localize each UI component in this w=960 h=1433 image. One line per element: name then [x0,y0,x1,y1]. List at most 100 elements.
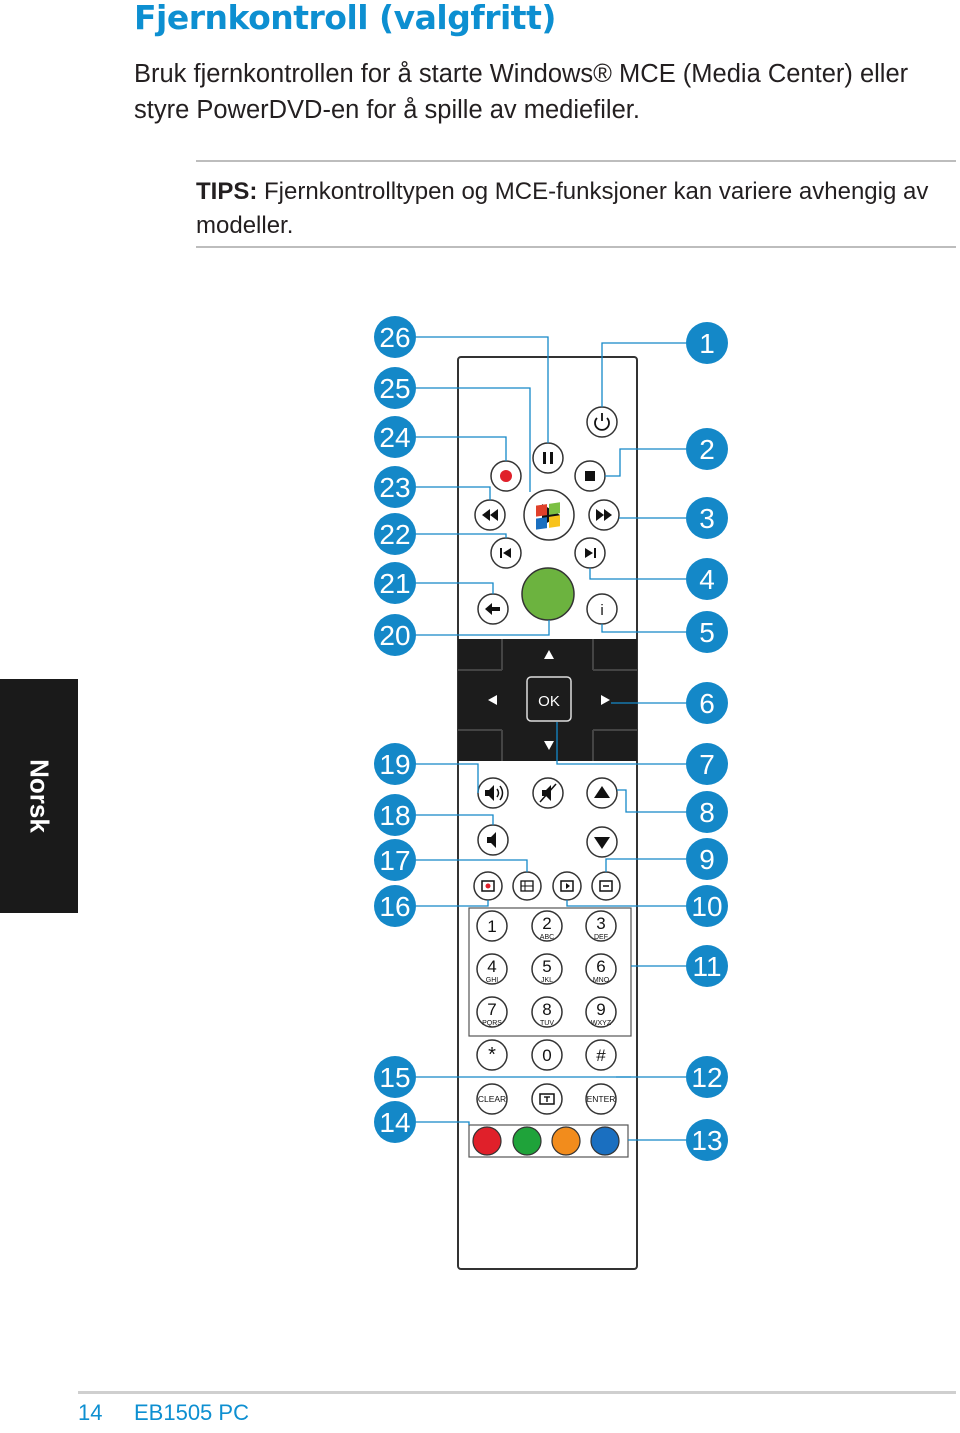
teletext-icon [539,1093,555,1105]
callout-right-13: 13 [686,1119,728,1161]
stop-button[interactable] [574,460,606,492]
callout-left-19: 19 [374,743,416,785]
callout-left-21: 21 [374,562,416,604]
tips-note: TIPS: Fjernkontrolltypen og MCE-funksjon… [196,175,956,243]
color-button-2[interactable] [512,1126,542,1156]
mute-button[interactable] [532,777,564,809]
previous-button[interactable] [490,537,522,569]
page-title: Fjernkontroll (valgfritt) [134,0,556,37]
callout-label: 24 [379,422,410,453]
power-button[interactable] [586,406,618,438]
callout-right-7: 7 [686,743,728,785]
key-1[interactable]: 1 [476,910,508,942]
callout-left-20: 20 [374,614,416,656]
ok-label: OK [538,693,560,710]
color-button-4[interactable] [590,1126,620,1156]
key-digit: 4 [487,957,496,976]
recorded-tv-button[interactable] [552,871,582,901]
intro-paragraph: Bruk fjernkontrollen for å starte Window… [134,60,909,124]
skip-back-icon [500,548,502,558]
key-letters: MNO [593,977,610,984]
next-button[interactable] [574,537,606,569]
guide-button[interactable] [512,871,542,901]
callout-right-10: 10 [686,885,728,927]
nav-right-icon[interactable] [601,695,610,705]
key-digit: 6 [596,957,605,976]
key-digit: 5 [542,957,551,976]
footer-rule [78,1391,956,1394]
callout-left-22: 22 [374,513,416,555]
callout-label: 4 [699,564,715,595]
channel-down-button[interactable] [586,826,618,858]
info-button[interactable]: i [586,593,618,625]
dvd-menu-button[interactable] [591,871,621,901]
enter-button[interactable]: ENTER [585,1083,617,1115]
keypad-frame [468,907,632,1037]
callout-right-4: 4 [686,558,728,600]
tips-text: Fjernkontrolltypen og MCE-funksjoner kan… [196,178,929,239]
back-button[interactable] [477,593,509,625]
fast-forward-button[interactable] [588,499,620,531]
callout-left-24: 24 [374,416,416,458]
channel-up-button[interactable] [586,777,618,809]
tips-label: TIPS: [196,178,258,205]
callout-left-23: 23 [374,466,416,508]
callout-label: 1 [699,328,715,359]
callout-label: 10 [691,891,722,922]
windows-start-button[interactable] [521,502,575,621]
tv-icon [481,880,495,892]
pause-icon [543,452,546,464]
stop-icon [585,471,595,481]
nav-up-icon[interactable] [544,650,554,659]
tips-bottom-rule [196,246,956,248]
nav-left-icon[interactable] [488,695,497,705]
callout-label: 15 [379,1062,410,1093]
skip-forward-icon [585,548,593,558]
clear-button[interactable]: CLEAR [476,1083,508,1115]
record-button[interactable] [490,460,522,492]
callout-label: 9 [699,844,715,875]
callout-right-2: 2 [686,428,728,470]
callout-label: 22 [379,519,410,550]
live-tv-button[interactable] [473,871,503,901]
callout-left-17: 17 [374,839,416,881]
callout-label: 12 [691,1062,722,1093]
key-0[interactable]: 0 [531,1039,563,1071]
tips-top-rule [196,160,956,162]
teletext-button[interactable] [531,1083,563,1115]
color-button-1[interactable] [472,1126,502,1156]
callout-label: 16 [379,891,410,922]
key-letters: PQRS [482,1020,502,1027]
callout-right-5: 5 [686,611,728,653]
volume-down-button[interactable] [477,824,509,856]
key-letters: DEF [594,934,608,941]
callout-label: 2 [699,434,715,465]
ok-button[interactable] [526,676,572,722]
callout-right-1: 1 [686,322,728,364]
nav-down-icon[interactable] [544,741,554,750]
rewind-button[interactable] [474,499,506,531]
power-icon [594,417,610,431]
callout-label: 8 [699,797,715,828]
callout-right-11: 11 [686,945,728,987]
play-button[interactable] [523,489,575,541]
page-number: 14 [78,1400,103,1425]
volume-up-button[interactable] [477,777,509,809]
color-button-3[interactable] [551,1126,581,1156]
model-name: EB1505 PC [134,1400,249,1425]
key-star[interactable]: * [476,1039,508,1071]
callout-label: 17 [379,845,410,876]
pause-button[interactable] [532,442,564,474]
callout-right-8: 8 [686,791,728,833]
key-hash[interactable]: # [585,1039,617,1071]
callout-label: 18 [379,800,410,831]
callout-label: 11 [692,951,721,982]
